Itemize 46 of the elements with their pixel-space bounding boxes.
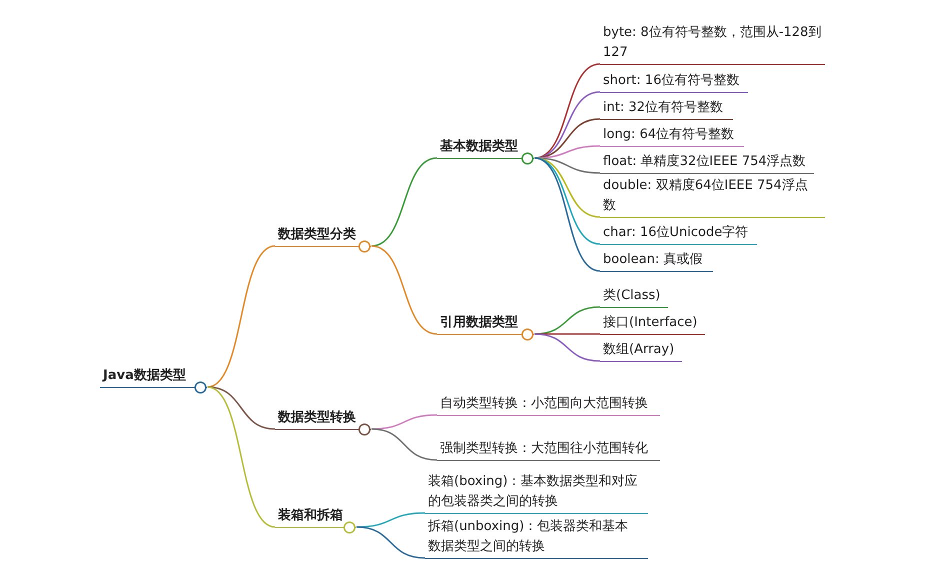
branch-line — [356, 526, 426, 559]
leaf-topic — [600, 98, 733, 120]
topic-label: byte: 8位有符号整数，范围从-128到127 — [602, 24, 822, 62]
branch-line — [356, 512, 426, 528]
branch-line — [371, 428, 438, 461]
topic-label: 引用数据类型 — [439, 314, 519, 332]
branch-line — [371, 245, 438, 335]
leaf-topic — [600, 223, 757, 245]
topic-label: Java数据类型 — [101, 367, 187, 385]
topic-label: 自动类型转换：小范围向大范围转换 — [439, 395, 649, 413]
topic-label: 装箱和拆箱 — [277, 507, 344, 525]
leaf-topic — [600, 71, 748, 93]
topic-label: 数据类型分类 — [276, 226, 357, 244]
branch-line — [371, 414, 438, 430]
topic-label: short: 16位有符号整数 — [602, 72, 740, 90]
branch-line — [207, 245, 276, 388]
leaf-topic — [600, 340, 682, 362]
topic-label: long: 64位有符号整数 — [602, 126, 736, 144]
topic-label: 接口(Interface) — [602, 314, 698, 332]
topic-label: 强制类型转换：大范围往小范围转化 — [439, 440, 649, 458]
leaf-topic — [437, 439, 660, 461]
leaf-topic — [600, 313, 705, 335]
topic-label: 数据类型转换 — [276, 409, 357, 427]
branch-line — [371, 157, 438, 247]
topic-label: 数组(Array) — [602, 341, 676, 359]
leaf-topic — [437, 394, 660, 416]
leaf-topic — [600, 125, 744, 147]
leaf-topic — [600, 286, 668, 308]
leaf-topic — [425, 517, 648, 559]
branch-line — [207, 386, 276, 528]
topic-label: double: 双精度64位IEEE 754浮点数 — [602, 177, 809, 215]
topic-label: 装箱(boxing)：基本数据类型和对应的包装器类之间的转换 — [427, 473, 639, 511]
topic-label: float: 单精度32位IEEE 754浮点数 — [602, 153, 807, 171]
topic-label: 拆箱(unboxing)：包装器类和基本数据类型之间的转换 — [427, 518, 630, 556]
branch-line — [534, 157, 600, 272]
branch-line — [534, 333, 600, 362]
topic-label: char: 16位Unicode字符 — [602, 224, 750, 242]
leaf-topic — [600, 250, 713, 272]
topic-label: 基本数据类型 — [439, 138, 519, 156]
leaf-topic — [600, 152, 814, 174]
leaf-topic — [600, 176, 825, 218]
topic-label: int: 32位有符号整数 — [602, 99, 724, 117]
topic-label: boolean: 真或假 — [602, 251, 704, 269]
topic-label: 类(Class) — [602, 287, 662, 305]
branch-line — [534, 306, 600, 335]
branch-line — [534, 145, 600, 159]
